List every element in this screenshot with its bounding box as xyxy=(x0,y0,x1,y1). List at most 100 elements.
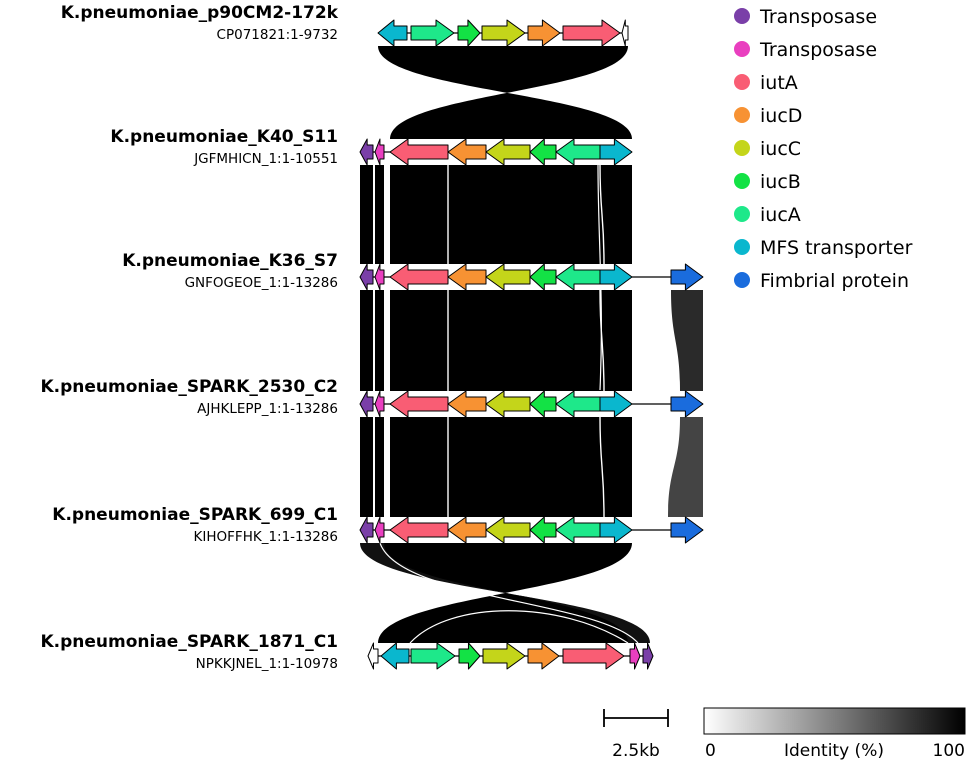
gene-iuca-arrow xyxy=(555,390,601,418)
iucb-dot-icon xyxy=(734,173,750,189)
transposase-pink-dot-icon xyxy=(734,41,750,57)
gene-iuta-arrow xyxy=(389,390,449,418)
gene-iucc-arrow xyxy=(485,390,531,418)
genome-accession-label: JGFMHICN_1:1-10551 xyxy=(193,151,338,167)
genome-accession-label: GNFOGEOE_1:1-13286 xyxy=(185,275,338,291)
gene-transposase-purple-arrow xyxy=(359,390,374,418)
gene-mfs-transporter-arrow xyxy=(599,516,633,544)
genome-labels: K.pneumoniae_p90CM2-172kCP071821:1-9732K… xyxy=(40,3,338,672)
gene-iuca-arrow xyxy=(555,138,601,166)
legend-label: iucC xyxy=(760,138,801,160)
gene-fimbrial-protein-arrow xyxy=(670,390,704,418)
gene-transposase-purple-arrow xyxy=(359,516,374,544)
legend-label: iucA xyxy=(760,204,801,226)
gene-iucd-arrow xyxy=(447,138,487,166)
legend-label: Fimbrial protein xyxy=(760,270,909,292)
gene-iucc-arrow xyxy=(485,516,531,544)
gene-mfs-transporter-arrow xyxy=(377,19,408,47)
gene-iucb-arrow xyxy=(529,263,557,291)
link-gap-line xyxy=(599,289,605,392)
gene-mfs-transporter-arrow xyxy=(599,138,633,166)
gene-iuta-arrow xyxy=(389,516,449,544)
link-transposase xyxy=(360,290,373,391)
link-fimbrial xyxy=(668,417,703,517)
gene-iuca-arrow xyxy=(555,263,601,291)
genome-accession-label: CP071821:1-9732 xyxy=(217,27,338,43)
gene-fimbrial-protein-arrow xyxy=(670,263,704,291)
iucc-dot-icon xyxy=(734,140,750,156)
gene-transposase-purple-arrow xyxy=(359,263,374,291)
legend-label: iucD xyxy=(760,105,802,127)
gene-transposase-pink-arrow xyxy=(374,390,385,418)
gene-iuta-arrow xyxy=(389,138,449,166)
iucd-dot-icon xyxy=(734,107,750,123)
gene-iucb-arrow xyxy=(529,516,557,544)
link-gap-line xyxy=(599,416,605,518)
legend-label: iutA xyxy=(760,72,798,94)
gene-fimbrial-protein-arrow xyxy=(670,516,704,544)
gene-iucb-arrow xyxy=(457,19,481,47)
colorbar-max-label: 100 xyxy=(933,741,965,761)
gene-transposase-pink-arrow xyxy=(629,642,641,670)
gene-iucd-arrow xyxy=(447,263,487,291)
gene-transposase-pink-arrow xyxy=(374,516,385,544)
gene-iucb-arrow xyxy=(529,390,557,418)
genome-accession-label: AJHKLEPP_1:1-13286 xyxy=(197,401,338,417)
gene-iucc-arrow xyxy=(482,642,526,670)
link-transposase xyxy=(375,290,384,391)
link-transposase xyxy=(375,417,384,517)
legend-label: Transposase xyxy=(759,39,877,61)
gene-iucd-arrow xyxy=(527,19,561,47)
genome-accession-label: NPKKJNEL_1:1-10978 xyxy=(196,656,338,672)
gene-iuca-arrow xyxy=(555,516,601,544)
gene-mfs-transporter-arrow xyxy=(599,390,633,418)
genome-tracks xyxy=(359,19,704,670)
legend-label: Transposase xyxy=(759,6,877,28)
link-transposase xyxy=(360,165,373,264)
gene-mfs-transporter-arrow xyxy=(599,263,633,291)
mfs-transporter-dot-icon xyxy=(734,239,750,255)
gene-iucd-arrow xyxy=(527,642,560,670)
link-transposase xyxy=(375,165,384,264)
colorbar-min-label: 0 xyxy=(705,741,716,761)
link-main-cluster xyxy=(390,417,632,517)
gene-transposase-purple-arrow xyxy=(642,642,654,670)
link-gap-line xyxy=(379,542,639,644)
genome-name-label: K.pneumoniae_SPARK_1871_C1 xyxy=(40,632,338,652)
gene-iuta-arrow xyxy=(562,642,625,670)
link-transposase xyxy=(360,543,650,643)
gene-transposase-purple-arrow xyxy=(359,138,374,166)
genome-name-label: K.pneumoniae_K36_S7 xyxy=(122,251,338,271)
identity-colorbar: 0 Identity (%) 100 xyxy=(703,707,966,761)
link-fimbrial xyxy=(671,290,703,391)
colorbar-title: Identity (%) xyxy=(784,741,884,761)
link-main-cluster xyxy=(390,165,632,264)
similarity-links xyxy=(360,46,703,644)
gene-iuca-arrow xyxy=(410,642,456,670)
legend-label: MFS transporter xyxy=(760,237,913,259)
gene-iuca-arrow xyxy=(410,19,455,47)
gene-iucb-arrow xyxy=(529,138,557,166)
fimbrial-protein-dot-icon xyxy=(734,272,750,288)
gene-blank-arrow xyxy=(621,19,629,47)
gene-iucd-arrow xyxy=(447,516,487,544)
gene-mfs-transporter-arrow xyxy=(380,642,410,670)
genome-name-label: K.pneumoniae_SPARK_699_C1 xyxy=(52,505,338,525)
transposase-purple-dot-icon xyxy=(734,8,750,24)
scale-bar: 2.5kb xyxy=(603,709,669,761)
gene-iucd-arrow xyxy=(447,390,487,418)
gene-transposase-pink-arrow xyxy=(374,138,385,166)
genome-name-label: K.pneumoniae_SPARK_2530_C2 xyxy=(40,377,338,397)
legend-label: iucB xyxy=(760,171,801,193)
gene-iucb-arrow xyxy=(458,642,481,670)
scale-bar-label: 2.5kb xyxy=(612,741,660,761)
iuta-dot-icon xyxy=(734,74,750,90)
gene-iucc-arrow xyxy=(485,263,531,291)
genome-accession-label: KIHOFFHK_1:1-13286 xyxy=(194,529,338,545)
genome-name-label: K.pneumoniae_K40_S11 xyxy=(110,127,338,147)
link-gap-line xyxy=(409,610,629,644)
gene-transposase-pink-arrow xyxy=(374,263,385,291)
link-gap-line xyxy=(599,164,605,265)
link-inverted-main xyxy=(378,46,632,139)
